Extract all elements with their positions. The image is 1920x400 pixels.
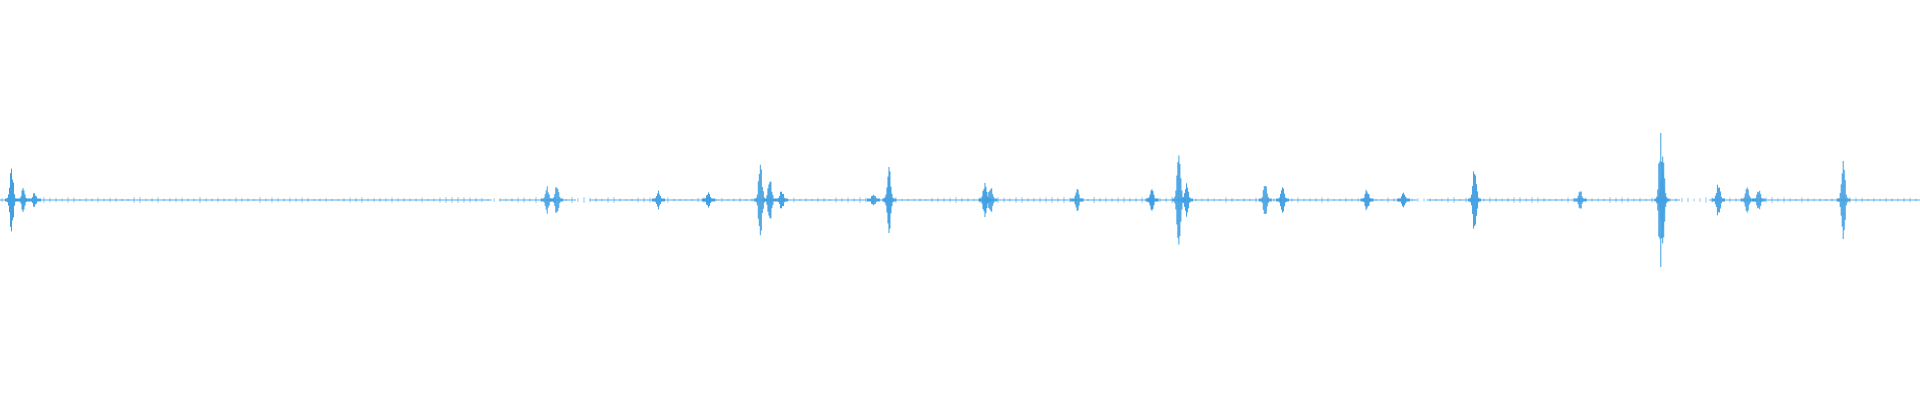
waveform-peak — [1397, 192, 1411, 208]
waveform-peak — [1258, 186, 1272, 214]
waveform-peak — [652, 190, 666, 210]
waveform-peak — [1468, 171, 1482, 229]
waveform-peak — [1836, 160, 1850, 240]
waveform-peak — [763, 181, 777, 219]
waveform-peak — [1180, 183, 1194, 217]
waveform-peak — [28, 193, 42, 207]
waveform-peak — [1360, 189, 1374, 211]
waveform-noise — [1, 197, 1917, 203]
waveform-peak — [5, 168, 19, 232]
waveform-peak — [867, 194, 881, 206]
waveform-peak — [1070, 188, 1084, 212]
waveform-peaks — [5, 133, 1850, 267]
waveform-peak — [1276, 187, 1290, 213]
waveform-gap — [576, 198, 590, 202]
waveform-peak — [16, 188, 30, 212]
waveform-peak — [1711, 184, 1725, 216]
waveform-peak — [1752, 190, 1766, 210]
waveform-peak — [984, 188, 998, 212]
waveform-peak — [550, 187, 564, 213]
waveform-gap — [491, 198, 500, 202]
waveform-peak — [774, 191, 788, 209]
waveform-peak — [882, 166, 896, 234]
waveform-peak — [1740, 187, 1754, 213]
waveform-gap — [1416, 198, 1427, 202]
